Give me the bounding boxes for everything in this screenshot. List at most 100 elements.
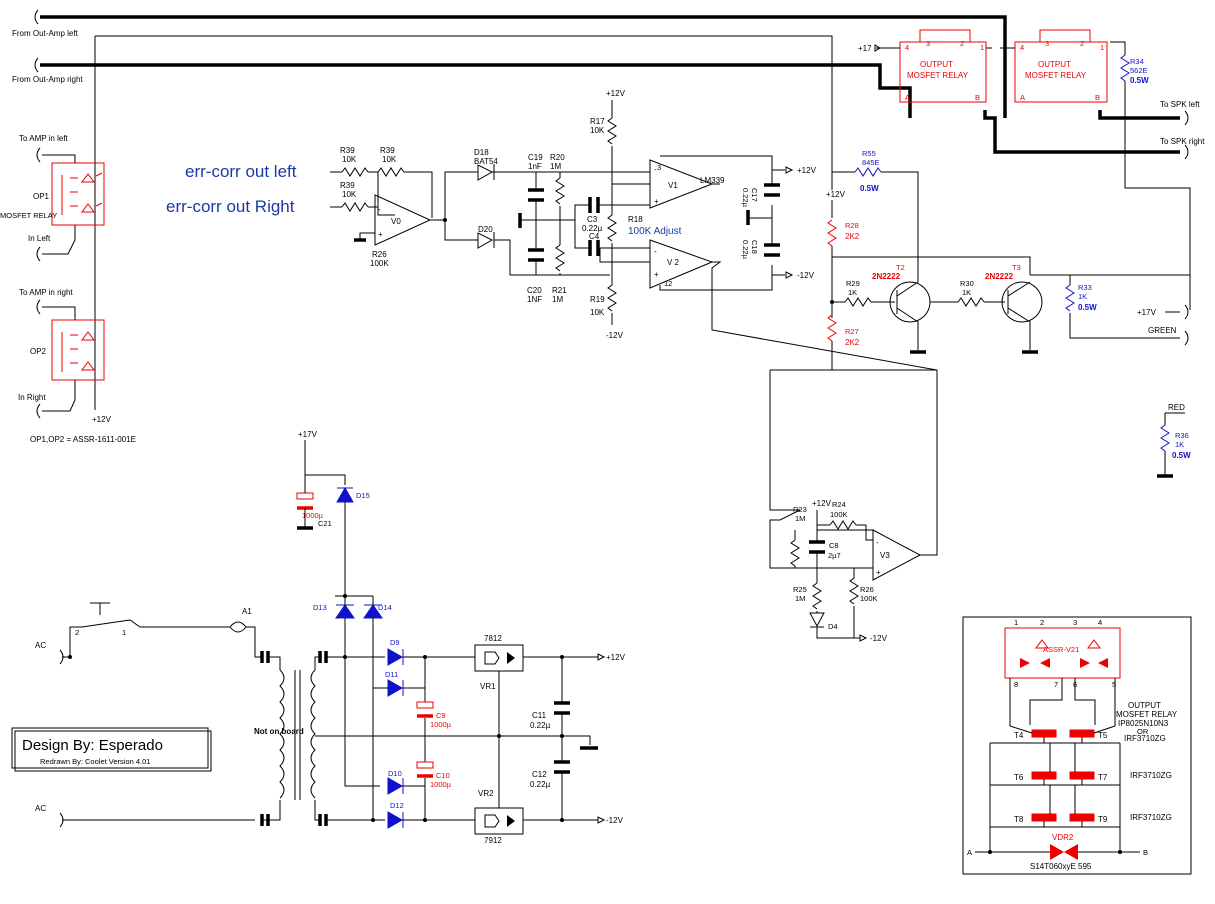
svg-text:A: A xyxy=(967,848,972,857)
svg-text:-: - xyxy=(876,538,879,547)
svg-text:3: 3 xyxy=(1073,618,1077,627)
svg-text:0.5W: 0.5W xyxy=(1078,303,1097,312)
svg-text:B: B xyxy=(975,93,980,102)
svg-text:D12: D12 xyxy=(390,801,404,810)
svg-text:1M: 1M xyxy=(795,594,805,603)
svg-text:2K2: 2K2 xyxy=(845,232,860,241)
svg-text:MOSFET RELAY: MOSFET RELAY xyxy=(0,211,57,220)
svg-text:IRF3710ZG: IRF3710ZG xyxy=(1130,771,1172,780)
svg-text:2: 2 xyxy=(960,39,964,48)
label-in-right: In Right xyxy=(18,393,46,402)
svg-text:OR: OR xyxy=(1137,727,1149,736)
svg-text:100K: 100K xyxy=(860,594,878,603)
svg-text:R39: R39 xyxy=(380,146,395,155)
svg-text:-12V: -12V xyxy=(606,331,624,340)
svg-text:IRF3710ZG: IRF3710ZG xyxy=(1124,734,1166,743)
svg-text:LM339: LM339 xyxy=(700,176,725,185)
svg-text:-: - xyxy=(654,165,657,174)
svg-text:4: 4 xyxy=(1020,43,1024,52)
svg-text:0.5W: 0.5W xyxy=(1172,451,1191,460)
svg-text:C19: C19 xyxy=(528,153,543,162)
svg-text:C20: C20 xyxy=(527,286,542,295)
svg-text:T6: T6 xyxy=(1014,773,1024,782)
svg-text:R24: R24 xyxy=(832,500,846,509)
svg-text:0.5W: 0.5W xyxy=(1130,76,1149,85)
diode-d12: D12 xyxy=(387,801,404,829)
svg-text:1K: 1K xyxy=(1175,440,1184,449)
svg-text:T5: T5 xyxy=(1098,731,1108,740)
inset-mosfet-relay: 1 2 3 4 8 7 6 5 ASSR-V21 OUTPUT MOSFET R… xyxy=(962,616,1192,875)
diode-d18: D18 BAT54 xyxy=(474,148,515,181)
svg-text:562E: 562E xyxy=(1130,66,1148,75)
comparator-v2: - + V 2 12 xyxy=(649,239,714,289)
svg-text:C3: C3 xyxy=(587,215,598,224)
opto-op2: OP2 xyxy=(30,319,105,381)
svg-text:2N2222: 2N2222 xyxy=(985,272,1014,281)
svg-text:4: 4 xyxy=(905,43,909,52)
svg-text:2K2: 2K2 xyxy=(845,338,860,347)
svg-text:1K: 1K xyxy=(962,288,971,297)
label-spk-right: To SPK right xyxy=(1160,137,1205,146)
svg-text:R21: R21 xyxy=(552,286,567,295)
label-red: RED xyxy=(1168,403,1185,412)
svg-text:D18: D18 xyxy=(474,148,489,157)
svg-text:1: 1 xyxy=(1100,43,1104,52)
svg-text:B: B xyxy=(1095,93,1100,102)
svg-text:A: A xyxy=(905,93,910,102)
label-spk-left: To SPK left xyxy=(1160,100,1200,109)
svg-text:D10: D10 xyxy=(388,769,402,778)
svg-text:C10: C10 xyxy=(436,771,450,780)
svg-text:0.22µ: 0.22µ xyxy=(582,224,603,233)
label-plus17-relay: +17 xyxy=(858,44,872,53)
svg-text:A1: A1 xyxy=(242,607,252,616)
svg-text:B: B xyxy=(1143,848,1148,857)
svg-text:R34: R34 xyxy=(1130,57,1144,66)
svg-text:1000µ: 1000µ xyxy=(430,720,452,729)
svg-text:R30: R30 xyxy=(960,279,974,288)
svg-text:Design By: Esperado: Design By: Esperado xyxy=(22,737,163,754)
opto-note: OP1,OP2 = ASSR-1611-001E xyxy=(30,435,136,444)
label-amp-in-right: To AMP in right xyxy=(19,288,73,297)
svg-text:R25: R25 xyxy=(793,585,807,594)
label-plus17-green: +17V xyxy=(1137,308,1157,317)
svg-text:T7: T7 xyxy=(1098,773,1108,782)
svg-text:2: 2 xyxy=(1040,618,1044,627)
label-plus12-op: +12V xyxy=(92,415,112,424)
label-ac-1: AC xyxy=(35,641,46,650)
svg-text:C18: C18 xyxy=(750,240,759,254)
svg-text:+: + xyxy=(378,230,383,239)
svg-text:Not on board: Not on board xyxy=(254,727,304,736)
out-amp-right-line xyxy=(34,57,912,118)
label-green: GREEN xyxy=(1148,326,1177,335)
svg-text:T3: T3 xyxy=(1012,263,1021,272)
diode-d14: D14 xyxy=(363,603,392,619)
svg-text:1NF: 1NF xyxy=(527,295,542,304)
diode-d10: D10 xyxy=(387,769,404,795)
svg-text:R36: R36 xyxy=(1175,431,1189,440)
diode-d11: D11 xyxy=(385,670,404,697)
label-out-amp-right: From Out-Amp right xyxy=(12,75,83,84)
regulator-vr1: 7812 VR1 xyxy=(474,634,524,691)
diode-d9: D9 xyxy=(387,638,404,666)
svg-text:C17: C17 xyxy=(750,188,759,202)
svg-text:A: A xyxy=(1020,93,1025,102)
svg-text:2: 2 xyxy=(1080,39,1084,48)
svg-text:V1: V1 xyxy=(668,181,678,190)
svg-text:C8: C8 xyxy=(829,541,839,550)
svg-text:0.22µ: 0.22µ xyxy=(530,780,551,789)
svg-text:MOSFET RELAY: MOSFET RELAY xyxy=(907,71,969,80)
svg-text:T4: T4 xyxy=(1014,731,1024,740)
svg-text:1nF: 1nF xyxy=(528,162,542,171)
svg-text:IRF3710ZG: IRF3710ZG xyxy=(1130,813,1172,822)
svg-text:D20: D20 xyxy=(478,225,493,234)
svg-text:1: 1 xyxy=(980,43,984,52)
svg-text:D15: D15 xyxy=(356,491,370,500)
opto-op1: OP1 MOSFET RELAY xyxy=(0,162,105,226)
svg-text:4: 4 xyxy=(1098,618,1102,627)
svg-text:V 2: V 2 xyxy=(667,258,680,267)
out-amp-left-line xyxy=(34,9,1007,118)
transistor-t3: T3 2N2222 xyxy=(985,263,1043,350)
svg-text:10K: 10K xyxy=(342,155,357,164)
